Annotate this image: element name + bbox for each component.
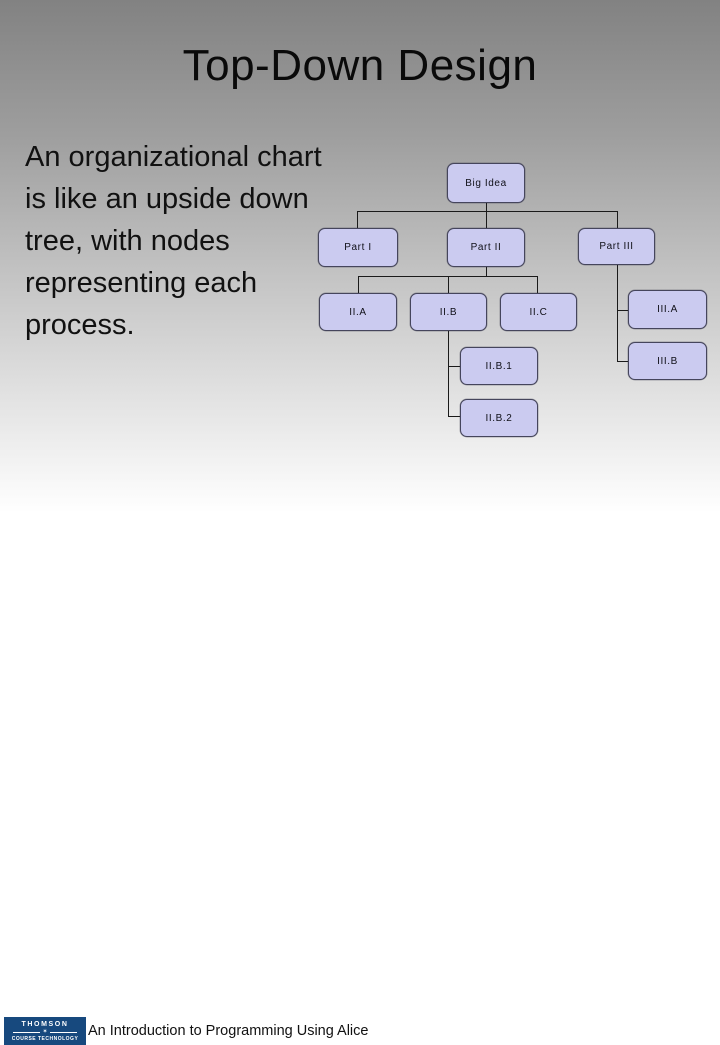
connector-part2-drop (486, 211, 487, 228)
node-ii-b: II.B (410, 293, 487, 331)
connector-part3-children-vertical (617, 265, 618, 361)
connector-bigidea-drop (486, 203, 487, 211)
footer: THOMSON ✶ COURSE TECHNOLOGY An Introduct… (0, 505, 720, 1045)
footer-caption: An Introduction to Programming Using Ali… (88, 1023, 369, 1039)
logo-divider-line (49, 1031, 77, 1033)
logo-divider-line (13, 1031, 41, 1033)
org-chart-diagram: Big Idea Part I Part II Part III II.A II… (318, 163, 707, 437)
connector-part2-riser (486, 267, 487, 276)
body-line: process. (25, 309, 135, 341)
thomson-logo: THOMSON ✶ COURSE TECHNOLOGY (4, 1017, 86, 1045)
logo-divider: ✶ (13, 1028, 77, 1035)
node-big-idea: Big Idea (447, 163, 525, 203)
body-line: is like an upside down (25, 183, 309, 215)
connector-iic-drop (537, 276, 538, 293)
connector-iib2-stub (448, 416, 460, 417)
connector-level1-horizontal (357, 211, 618, 212)
node-part-ii: Part II (447, 228, 525, 267)
connector-iib1-stub (448, 366, 460, 367)
node-ii-c: II.C (500, 293, 577, 331)
logo-division-text: COURSE TECHNOLOGY (11, 1035, 79, 1042)
node-part-i: Part I (318, 228, 398, 267)
logo-brand-text: THOMSON (21, 1020, 69, 1028)
connector-part1-drop (357, 211, 358, 228)
slide-title: Top-Down Design (182, 41, 538, 90)
node-ii-b-2: II.B.2 (460, 399, 538, 437)
node-ii-a: II.A (319, 293, 397, 331)
star-icon: ✶ (42, 1028, 48, 1035)
body-line: tree, with nodes (25, 225, 230, 257)
node-iii-a: III.A (628, 290, 707, 329)
node-iii-b: III.B (628, 342, 707, 380)
connector-iiia-stub (617, 310, 628, 311)
node-ii-b-1: II.B.1 (460, 347, 538, 385)
node-part-iii: Part III (578, 228, 655, 265)
connector-iia-drop (358, 276, 359, 293)
connector-iiib-stub (617, 361, 628, 362)
body-line: representing each (25, 267, 258, 299)
body-line: An organizational chart (25, 141, 322, 173)
body-text: An organizational chart is like an upsid… (25, 136, 325, 346)
connector-part3-drop (617, 211, 618, 228)
connector-iib-children-vertical (448, 331, 449, 417)
connector-iib-drop (448, 276, 449, 293)
